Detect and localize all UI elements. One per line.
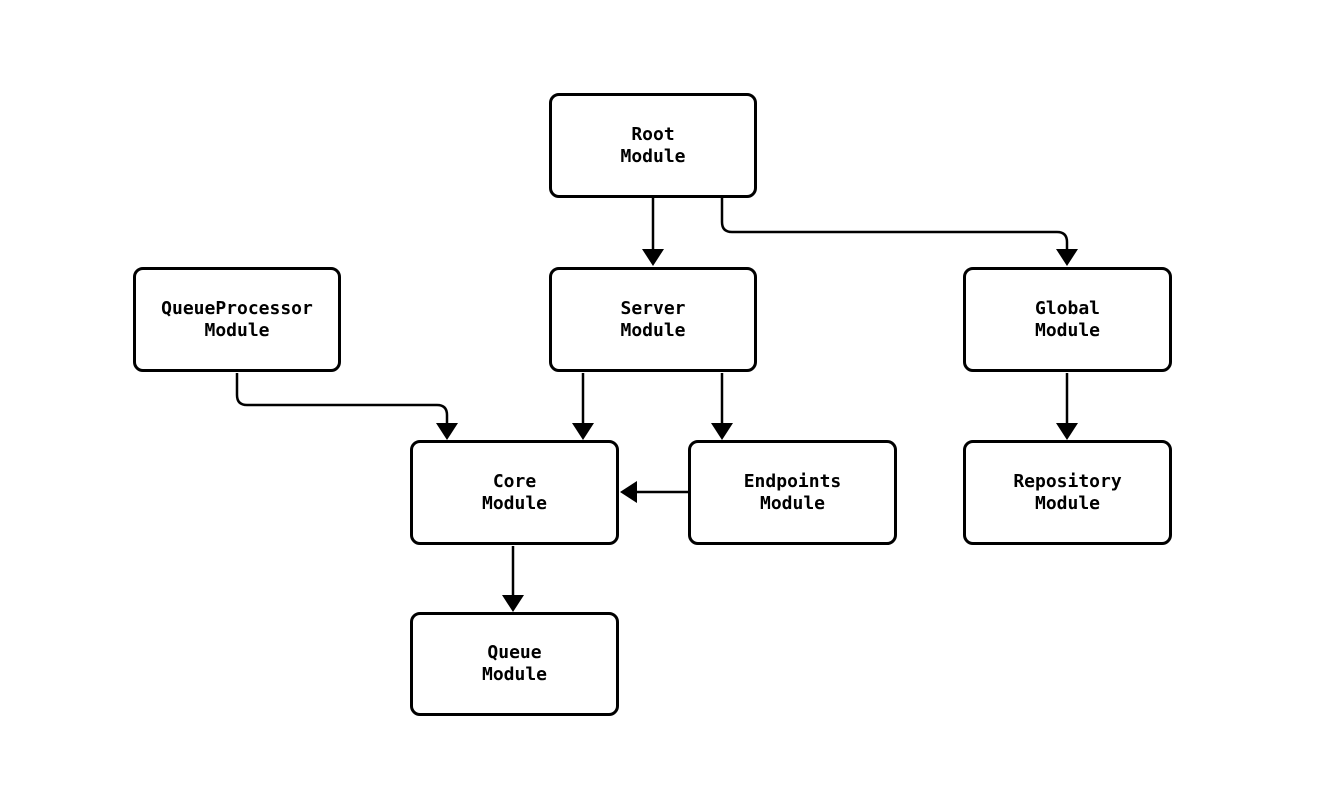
edge-server-to-core: [572, 373, 594, 440]
node-queueprocessor-label-line2: Module: [204, 319, 270, 341]
node-global-module: Global Module: [963, 267, 1172, 372]
node-endpoints-label-line1: Endpoints: [743, 470, 842, 492]
node-queueprocessor-module: QueueProcessor Module: [133, 267, 341, 372]
node-root-label-line1: Root: [631, 123, 675, 145]
edge-queueprocessor-to-core: [235, 373, 458, 440]
node-endpoints-label-line2: Module: [759, 492, 826, 514]
node-global-label-line2: Module: [1034, 319, 1101, 341]
node-queue-label-line1: Queue: [487, 642, 542, 663]
node-server-label-line1: Server: [620, 297, 686, 319]
node-server-module: Server Module: [549, 267, 757, 372]
node-server-label-line2: Module: [620, 319, 686, 341]
node-queue-label-line2: Module: [481, 664, 548, 685]
edge-core-to-queue: [502, 546, 524, 612]
node-core-module: Core Module: [410, 440, 619, 545]
edge-global-to-repository: [1056, 373, 1078, 440]
edge-root-to-global: [720, 198, 1078, 266]
node-repository-label-line2: Module: [1034, 492, 1101, 514]
node-repository-module: Repository Module: [963, 440, 1172, 545]
node-queue-module: Queue Module: [410, 612, 619, 716]
node-endpoints-module: Endpoints Module: [688, 440, 897, 545]
edge-root-to-server: [642, 198, 664, 266]
node-core-label-line1: Core: [492, 470, 537, 492]
edge-server-to-endpoints: [711, 373, 733, 440]
node-root-label-line2: Module: [620, 145, 686, 167]
edge-endpoints-to-core: [620, 481, 688, 503]
node-repository-label-line1: Repository: [1013, 470, 1122, 492]
node-queueprocessor-label-line1: QueueProcessor: [161, 297, 313, 319]
node-root-module: Root Module: [549, 93, 757, 198]
node-global-label-line1: Global: [1034, 297, 1101, 319]
node-core-label-line2: Module: [481, 492, 548, 514]
